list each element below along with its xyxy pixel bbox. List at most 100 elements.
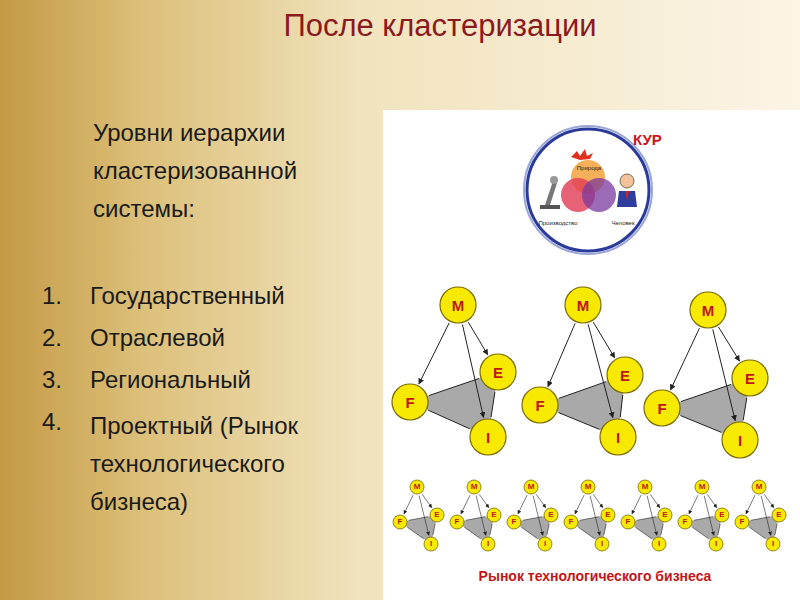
node-letter: E: [731, 359, 769, 397]
arrow-line: [650, 494, 660, 507]
venn-label: Природа: [575, 165, 603, 172]
link-line: [407, 527, 423, 539]
arrow-line: [761, 496, 771, 536]
list-item: Отраслевой: [90, 323, 380, 353]
cluster-node: I: [594, 536, 610, 552]
arrow-line: [707, 494, 717, 507]
node-letter: M: [580, 479, 596, 495]
arrow-line: [575, 495, 584, 514]
cluster-node: E: [486, 507, 502, 523]
link-line: [559, 382, 606, 399]
slide-title: После кластеризации: [0, 8, 800, 44]
cluster-node: M: [409, 479, 425, 495]
arrow-line: [419, 323, 449, 384]
node-letter: F: [563, 514, 579, 530]
node-letter: E: [606, 356, 644, 394]
cluster-node: E: [606, 356, 644, 394]
node-letter: I: [599, 418, 637, 456]
arrow-line: [533, 496, 543, 536]
node-letter: E: [479, 353, 517, 391]
cluster-node: E: [771, 507, 787, 523]
node-letter: I: [708, 536, 724, 552]
link-line: [637, 517, 656, 521]
cluster-node: I: [765, 536, 781, 552]
cluster-node: I: [651, 536, 667, 552]
node-letter: E: [771, 507, 787, 523]
node-letter: F: [392, 514, 408, 530]
cluster-node: I: [423, 536, 439, 552]
caption: Рынок технологического бизнеса: [430, 568, 760, 584]
link-line: [635, 527, 651, 539]
arrow-line: [670, 328, 699, 390]
node-letter: F: [506, 514, 522, 530]
node-letter: M: [523, 479, 539, 495]
node-letter: M: [564, 286, 602, 324]
node-letter: E: [486, 507, 502, 523]
link-line: [751, 517, 770, 521]
link-line: [681, 416, 722, 433]
link-line: [749, 527, 765, 539]
arrow-line: [404, 495, 413, 514]
arrow-line: [593, 494, 603, 507]
node-letter: I: [423, 536, 439, 552]
node-letter: I: [721, 421, 759, 459]
link-line: [694, 517, 713, 521]
link-line: [409, 517, 428, 521]
cluster-node: I: [599, 418, 637, 456]
node-letter: E: [714, 507, 730, 523]
link-line: [429, 378, 479, 395]
link-line: [547, 524, 549, 535]
list-item: Государственный: [90, 281, 380, 311]
arrow-line: [419, 496, 429, 536]
link-line: [523, 517, 542, 521]
node-letter: I: [480, 536, 496, 552]
arrow-line: [468, 322, 487, 355]
link-line: [580, 517, 599, 521]
arrow-line: [689, 495, 698, 514]
node-letter: F: [620, 514, 636, 530]
arrow-line: [422, 494, 432, 507]
node-letter: F: [677, 514, 693, 530]
cluster-node: M: [466, 479, 482, 495]
arrow-line: [536, 494, 546, 507]
cluster-node: M: [564, 286, 602, 324]
list-item: Проектный (Рынок технологического бизнес…: [90, 407, 368, 521]
cluster-node: M: [694, 479, 710, 495]
cluster-node: I: [721, 421, 759, 459]
arrow-line: [479, 494, 489, 507]
link-line: [620, 395, 623, 417]
node-letter: M: [439, 286, 477, 324]
link-line: [692, 527, 708, 539]
node-letter: E: [657, 507, 673, 523]
link-line: [428, 410, 470, 429]
cluster-node: M: [689, 291, 727, 329]
node-letter: I: [594, 536, 610, 552]
link-line: [718, 524, 720, 535]
heading-text: Уровни иерархии кластеризованной системы…: [93, 114, 373, 228]
node-letter: E: [543, 507, 559, 523]
link-line: [604, 524, 606, 535]
node-letter: M: [689, 291, 727, 329]
cluster-node: F: [563, 514, 579, 530]
link-line: [578, 527, 594, 539]
arrow-line: [746, 495, 755, 514]
arrow-line: [704, 496, 714, 536]
cluster-node: F: [643, 389, 681, 427]
node-letter: F: [643, 389, 681, 427]
cluster-node: M: [751, 479, 767, 495]
list-number: 3.: [42, 365, 82, 395]
kur-heading: КУР: [633, 131, 662, 148]
list-number: 2.: [42, 323, 82, 353]
cluster-node: E: [600, 507, 616, 523]
cluster-node: E: [543, 507, 559, 523]
node-letter: I: [537, 536, 553, 552]
node-letter: I: [765, 536, 781, 552]
list-item: Региональный: [90, 365, 380, 395]
node-letter: M: [637, 479, 653, 495]
kur-circle: КУРПриродаПроизводствоЧеловек: [523, 125, 653, 255]
cluster-node: I: [708, 536, 724, 552]
node-letter: F: [391, 383, 429, 421]
link-line: [490, 524, 492, 535]
arrow-line: [518, 495, 527, 514]
node-letter: F: [734, 514, 750, 530]
